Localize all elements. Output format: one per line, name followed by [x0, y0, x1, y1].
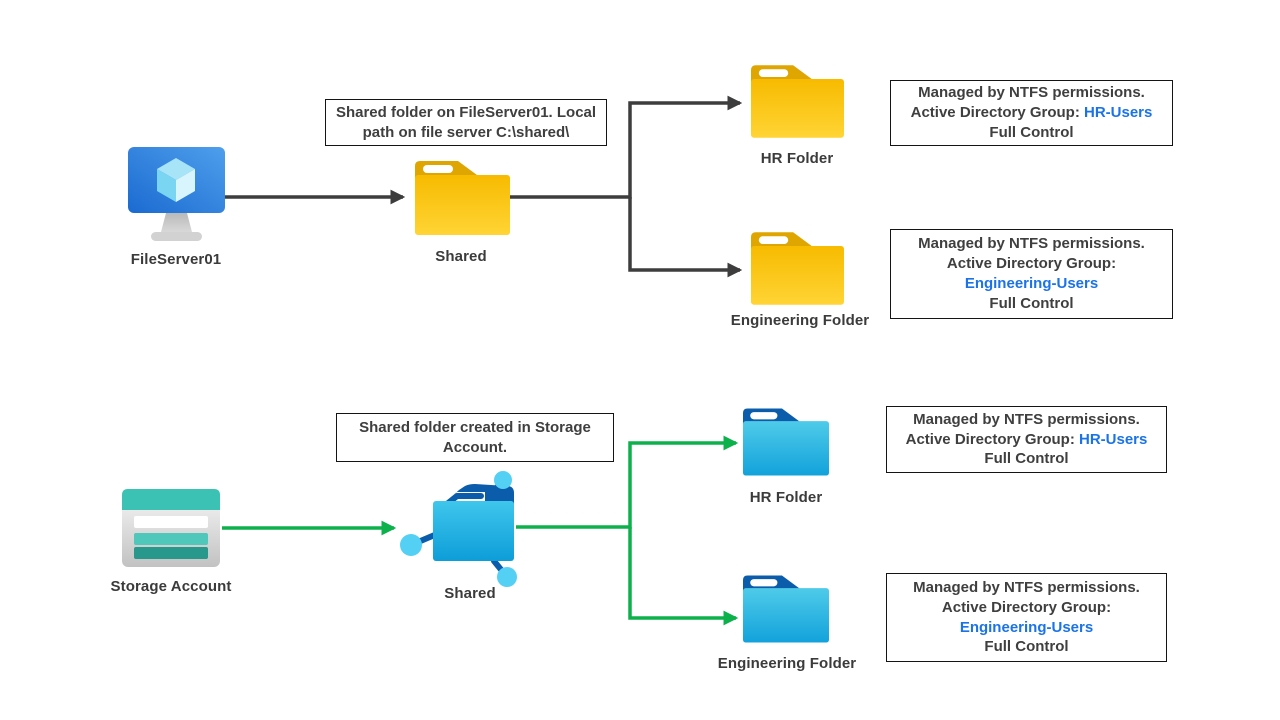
- hr-folder-label: HR Folder: [760, 150, 834, 167]
- engineering-folder-label-bottom: Engineering Folder: [717, 655, 857, 672]
- file-share-icon: [400, 471, 517, 587]
- perm-line: Active Directory Group:: [946, 255, 1117, 273]
- perm-line: Full Control: [984, 638, 1069, 656]
- hr-folder-icon: [751, 65, 844, 138]
- shared-folder-label: Shared: [435, 248, 487, 265]
- file-server-label: FileServer01: [130, 251, 222, 268]
- note-fileserver-share: Shared folder on FileServer01. Local pat…: [325, 99, 607, 146]
- perm-line: Managed by NTFS permissions.: [913, 410, 1140, 428]
- ad-group-link: HR-Users: [1084, 104, 1153, 122]
- ad-group-link: HR-Users: [1079, 430, 1148, 448]
- engineering-folder-icon: [751, 232, 844, 305]
- engineering-permissions-note: Managed by NTFS permissions. Active Dire…: [890, 229, 1173, 319]
- perm-line: Active Directory Group: HR-Users: [905, 430, 1148, 448]
- perm-line: Full Control: [989, 123, 1074, 141]
- perm-line: Managed by NTFS permissions.: [913, 578, 1140, 596]
- file-share-label: Shared: [444, 585, 496, 602]
- perm-line: Active Directory Group:: [941, 598, 1112, 616]
- perm-line: Full Control: [989, 294, 1074, 312]
- engineering-folder-label: Engineering Folder: [730, 312, 870, 329]
- storage-account-label: Storage Account: [110, 578, 232, 595]
- perm-line: Managed by NTFS permissions.: [918, 84, 1145, 102]
- hr-permissions-note-bottom: Managed by NTFS permissions. Active Dire…: [886, 406, 1167, 473]
- ad-group-link: Engineering-Users: [959, 618, 1094, 636]
- note-text: Shared folder on FileServer01. Local pat…: [335, 103, 597, 141]
- hr-folder-icon-cyan: [743, 408, 829, 476]
- perm-line: Active Directory Group: HR-Users: [910, 104, 1153, 122]
- hr-folder-label-bottom: HR Folder: [749, 489, 823, 506]
- note-text: Shared folder created in Storage Account…: [359, 418, 591, 456]
- note-storage-share: Shared folder created in Storage Account…: [336, 413, 614, 462]
- ad-group-link: Engineering-Users: [964, 275, 1099, 292]
- file-server-icon: [128, 147, 225, 241]
- perm-line: Full Control: [984, 450, 1069, 468]
- perm-line: Managed by NTFS permissions.: [918, 235, 1145, 253]
- storage-account-icon: [122, 489, 220, 567]
- engineering-folder-icon-cyan: [743, 575, 829, 643]
- engineering-permissions-note-bottom: Managed by NTFS permissions. Active Dire…: [886, 573, 1167, 662]
- hr-permissions-note: Managed by NTFS permissions. Active Dire…: [890, 80, 1173, 146]
- shared-folder-icon: [415, 161, 510, 235]
